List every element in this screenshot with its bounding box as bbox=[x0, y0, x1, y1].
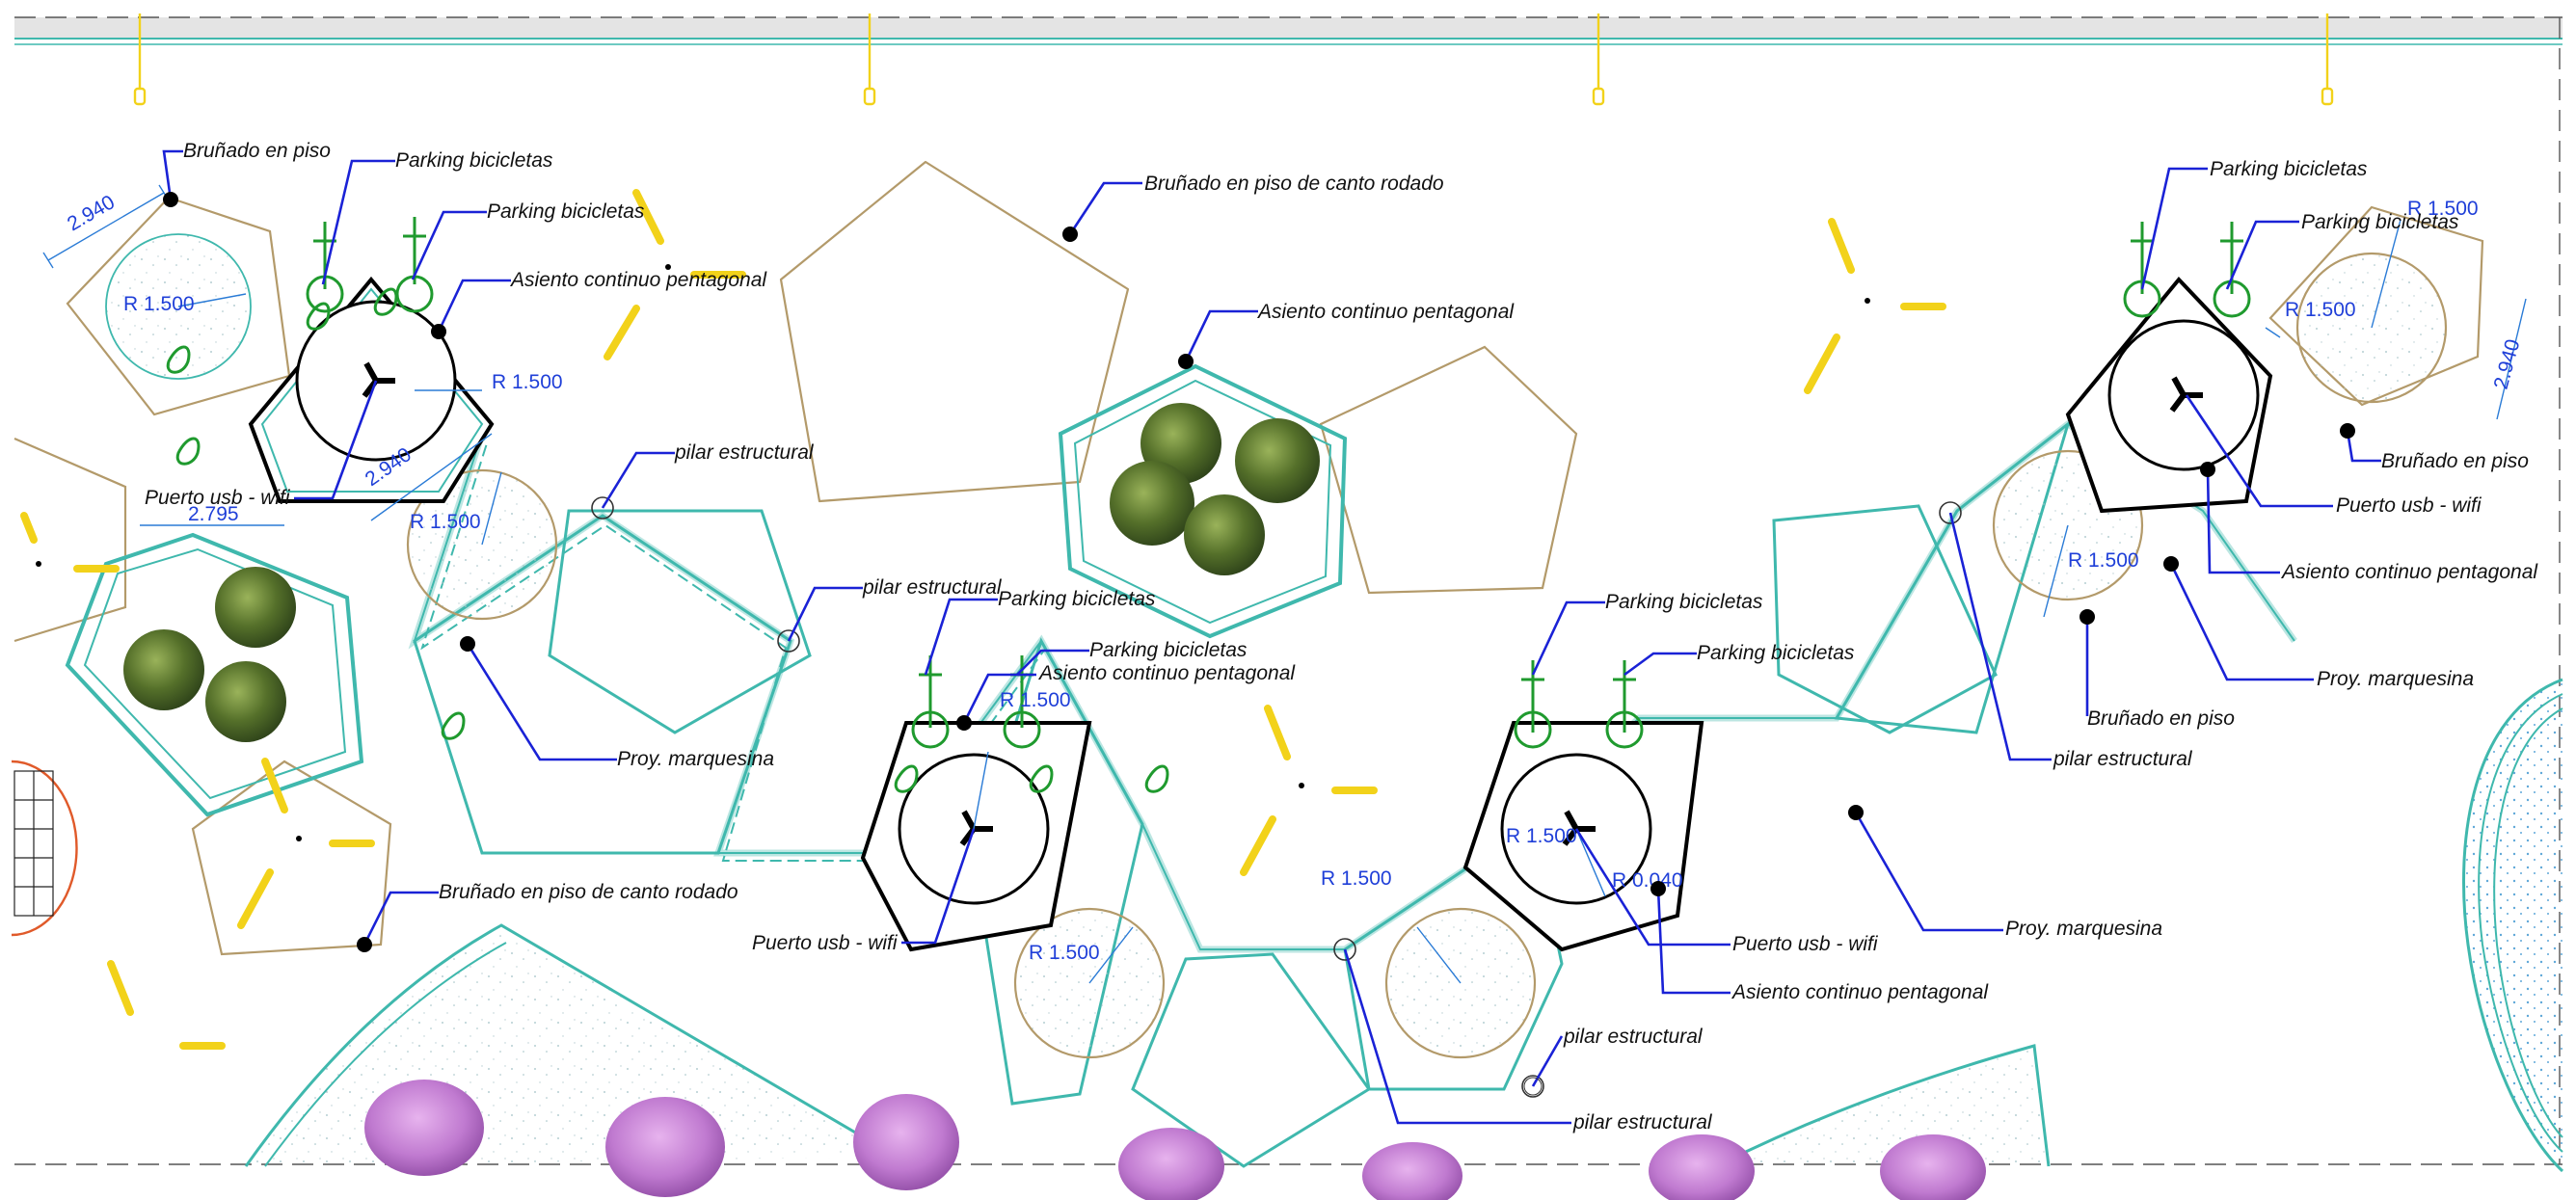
svg-text:pilar estructural: pilar estructural bbox=[1572, 1111, 1713, 1133]
callout-asiento-center-2: Asiento continuo pentagonal bbox=[956, 662, 1296, 731]
svg-text:Bruñado en piso de canto rodad: Bruñado en piso de canto rodado bbox=[439, 881, 738, 903]
svg-text:Parking bicicletas: Parking bicicletas bbox=[395, 149, 553, 172]
svg-text:Proy. marquesina: Proy. marquesina bbox=[617, 748, 774, 770]
svg-text:pilar estructural: pilar estructural bbox=[674, 441, 815, 464]
callout-brunado-left: Bruñado en piso bbox=[162, 140, 331, 207]
dim-r1500-h: R 1.500 bbox=[2068, 549, 2139, 572]
svg-text:Puerto usb - wifi: Puerto usb - wifi bbox=[2336, 494, 2482, 517]
callout-parking-left-2: Parking bicicletas bbox=[411, 200, 645, 280]
callout-usb-center: Puerto usb - wifi bbox=[752, 828, 976, 954]
callout-pilar-4: pilar estructural bbox=[1343, 948, 1713, 1133]
svg-text:Parking bicicletas: Parking bicicletas bbox=[2210, 158, 2368, 180]
callout-parking-left-1: Parking bicicletas bbox=[321, 149, 553, 285]
dim-r1500-f: R 1.500 bbox=[1029, 942, 1100, 964]
dim-r1500-j: R 1.500 bbox=[2407, 198, 2479, 220]
tree-planters bbox=[65, 363, 1348, 817]
callout-usb-far-right: Puerto usb - wifi bbox=[2185, 394, 2482, 517]
callout-asiento-right: Asiento continuo pentagonal bbox=[1650, 881, 1989, 1003]
svg-text:pilar estructural: pilar estructural bbox=[1563, 1026, 1704, 1048]
callout-asiento-center: Asiento continuo pentagonal bbox=[1178, 301, 1515, 369]
canto-rodado-pentagons bbox=[13, 160, 2484, 956]
dim-r1500-g: R 1.500 bbox=[1506, 825, 1577, 847]
dim-r1500-e: R 1.500 bbox=[1321, 867, 1392, 890]
bottom-planters bbox=[244, 923, 2051, 1200]
callout-usb-right: Puerto usb - wifi bbox=[1574, 828, 1879, 955]
top-boundary bbox=[14, 16, 2563, 1165]
svg-text:Bruñado en piso: Bruñado en piso bbox=[2381, 450, 2529, 472]
svg-text:Bruñado en piso de canto rodad: Bruñado en piso de canto rodado bbox=[1144, 173, 1444, 195]
svg-text:pilar estructural: pilar estructural bbox=[2053, 748, 2193, 770]
callout-asiento-left: Asiento continuo pentagonal bbox=[431, 269, 767, 339]
dim-2795: 2.795 bbox=[188, 503, 239, 525]
callout-parking-center-1: Parking bicicletas bbox=[924, 588, 1156, 676]
callout-parking-far-right-1: Parking bicicletas bbox=[2140, 158, 2368, 290]
dim-r1500-i: R 1.500 bbox=[2285, 299, 2356, 321]
bench-pentagon-2 bbox=[860, 721, 1092, 952]
svg-text:Parking bicicletas: Parking bicicletas bbox=[998, 588, 1156, 610]
svg-text:Puerto usb - wifi: Puerto usb - wifi bbox=[145, 487, 291, 509]
dim-r1500-c: R 1.500 bbox=[410, 511, 481, 533]
callout-asiento-far-right: Asiento continuo pentagonal bbox=[2200, 462, 2538, 583]
svg-text:Bruñado en piso: Bruñado en piso bbox=[2087, 707, 2235, 730]
callouts: Bruñado en piso Parking bicicletas Parki… bbox=[145, 140, 2538, 1133]
callout-pilar-2: pilar estructural bbox=[787, 576, 1003, 642]
callout-parking-right-1: Parking bicicletas bbox=[1531, 591, 1763, 676]
svg-text:Parking bicicletas: Parking bicicletas bbox=[1697, 642, 1855, 664]
svg-text:Asiento continuo pentagonal: Asiento continuo pentagonal bbox=[1256, 301, 1515, 323]
dim-r1500-a: R 1.500 bbox=[123, 293, 195, 315]
callout-pilar-1: pilar estructural bbox=[601, 441, 815, 509]
svg-text:Asiento continuo pentagonal: Asiento continuo pentagonal bbox=[1037, 662, 1296, 684]
svg-text:Asiento continuo pentagonal: Asiento continuo pentagonal bbox=[2280, 561, 2538, 583]
dim-r1500-b: R 1.500 bbox=[492, 371, 563, 393]
structural-pillars bbox=[591, 496, 1962, 1098]
callout-parking-right-2: Parking bicicletas bbox=[1623, 642, 1855, 677]
bench-pentagon-3 bbox=[1462, 721, 1704, 952]
callout-parking-center-2: Parking bicicletas bbox=[1016, 639, 1248, 676]
tree-planter-left bbox=[65, 532, 364, 817]
dim-2940-left: 2.940 bbox=[64, 191, 119, 235]
hanging-fixtures bbox=[133, 13, 2334, 106]
svg-text:Bruñado en piso: Bruñado en piso bbox=[183, 140, 331, 162]
callout-parking-far-right-2: Parking bicicletas bbox=[2225, 211, 2459, 290]
fountain-right bbox=[2462, 678, 2564, 1173]
callout-brunado-far-right: Bruñado en piso bbox=[2340, 423, 2529, 472]
lamp-posts bbox=[20, 189, 1946, 1050]
dim-2940-right: 2.940 bbox=[2490, 337, 2525, 392]
svg-text:Puerto usb - wifi: Puerto usb - wifi bbox=[1732, 933, 1879, 955]
svg-text:Parking bicicletas: Parking bicicletas bbox=[487, 200, 645, 223]
tree-planter-center bbox=[1058, 363, 1348, 639]
callout-marquesina-right: Proy. marquesina bbox=[2163, 556, 2474, 690]
svg-text:Asiento continuo pentagonal: Asiento continuo pentagonal bbox=[509, 269, 767, 291]
walkway-network bbox=[363, 281, 2297, 1168]
svg-text:Proy. marquesina: Proy. marquesina bbox=[2317, 668, 2474, 690]
svg-text:pilar estructural: pilar estructural bbox=[862, 576, 1003, 599]
callout-pilar-3: pilar estructural bbox=[1523, 1026, 1704, 1096]
bench-pentagon-4 bbox=[2065, 276, 2273, 514]
callout-pilar-5: pilar estructural bbox=[1948, 512, 2193, 770]
svg-text:Parking bicicletas: Parking bicicletas bbox=[1089, 639, 1248, 661]
callout-brunado-right-2: Bruñado en piso bbox=[2080, 609, 2235, 730]
svg-text:Proy. marquesina: Proy. marquesina bbox=[2005, 918, 2162, 940]
svg-text:Parking bicicletas: Parking bicicletas bbox=[2301, 211, 2459, 233]
svg-text:Puerto usb - wifi: Puerto usb - wifi bbox=[752, 932, 899, 954]
callout-marquesina-center: Proy. marquesina bbox=[1848, 805, 2162, 940]
callout-usb-left: Puerto usb - wifi bbox=[145, 380, 378, 509]
dim-r0040: R 0.040 bbox=[1612, 869, 1683, 892]
callout-canto-left: Bruñado en piso de canto rodado bbox=[357, 881, 738, 952]
callout-marquesina-left: Proy. marquesina bbox=[460, 636, 774, 770]
callout-canto-top: Bruñado en piso de canto rodado bbox=[1062, 173, 1444, 242]
svg-text:Asiento continuo pentagonal: Asiento continuo pentagonal bbox=[1731, 981, 1989, 1003]
svg-text:Parking bicicletas: Parking bicicletas bbox=[1605, 591, 1763, 613]
left-edge-grid bbox=[11, 760, 78, 937]
bike-racks bbox=[166, 217, 2251, 793]
dim-r1500-d: R 1.500 bbox=[1000, 689, 1071, 711]
